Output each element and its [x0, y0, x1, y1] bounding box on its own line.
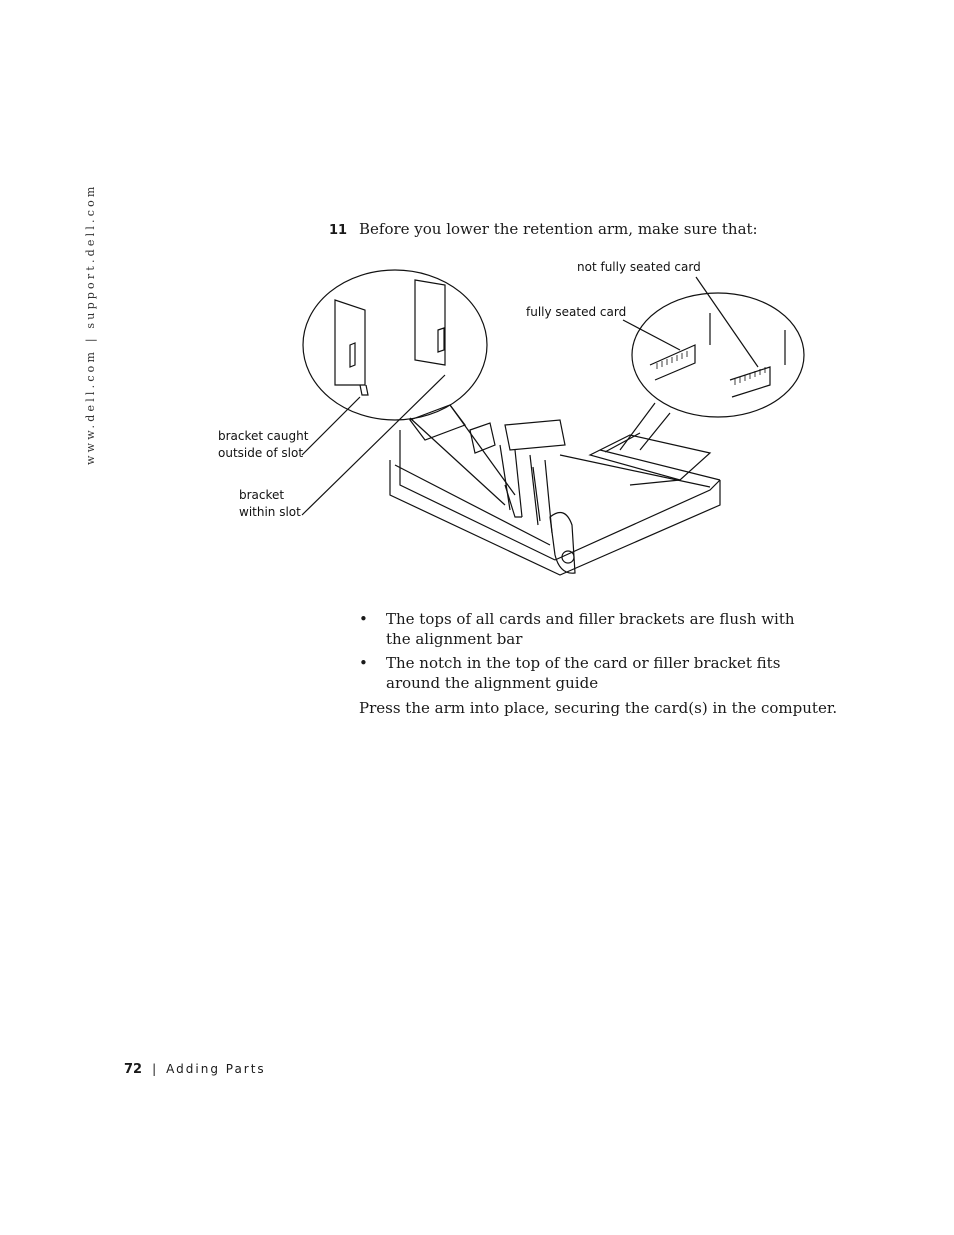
press-instruction: Press the arm into place, securing the c…: [359, 699, 838, 717]
label-bracket-within-line1: bracket: [239, 488, 285, 502]
label-bracket-caught-line1: bracket caught: [218, 429, 309, 443]
page-number: 72: [124, 1062, 143, 1077]
side-url: www.dell.com | support.dell.com: [84, 183, 97, 465]
label-not-fully-seated-card: not fully seated card: [577, 260, 701, 274]
computer-illustration: [301, 269, 805, 576]
step-11: 11 Before you lower the retention arm, ma…: [329, 219, 829, 241]
label-fully-seated-card: fully seated card: [526, 305, 627, 319]
list-item: The tops of all cards and filler bracket…: [359, 609, 809, 649]
card-seating-illustration: not fully seated card fully seated card …: [210, 255, 820, 595]
section-title: Adding Parts: [166, 1062, 266, 1076]
footer-separator: |: [152, 1062, 157, 1076]
label-bracket-within-line2: within slot: [239, 505, 301, 519]
checklist: The tops of all cards and filler bracket…: [359, 609, 809, 697]
page-footer: 72 | Adding Parts: [124, 1062, 266, 1077]
list-item: The notch in the top of the card or fill…: [359, 653, 809, 693]
step-text: Before you lower the retention arm, make…: [359, 220, 758, 238]
label-bracket-within-slot: bracket within slot: [239, 487, 301, 521]
label-bracket-caught: bracket caught outside of slot: [218, 428, 308, 462]
label-bracket-caught-line2: outside of slot: [218, 446, 304, 460]
step-number: 11: [329, 223, 348, 238]
